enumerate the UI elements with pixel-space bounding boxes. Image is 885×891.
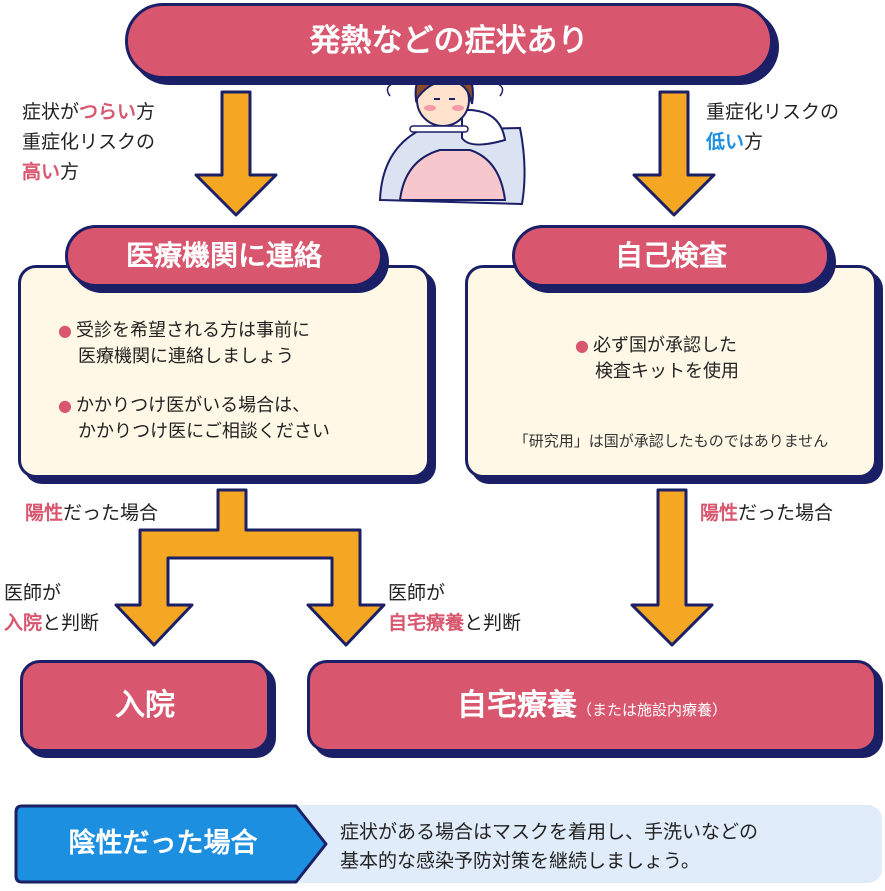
doctor-home-line1: 医師が <box>388 582 446 604</box>
positive-left-em: 陽性 <box>25 502 64 524</box>
doctor-home-rest: と判断 <box>464 612 522 634</box>
arrow-right-long <box>630 488 714 647</box>
medical-bullet2-b: かかりつけ医にご相談ください <box>78 421 330 442</box>
negative-label: 陰性だった場合 <box>68 828 258 859</box>
negative-text-line1: 症状がある場合はマスクを着用し、手洗いなどの <box>340 821 759 843</box>
positive-right-rest: だった場合 <box>738 502 834 524</box>
left-line1-em: つらい <box>79 101 137 123</box>
arrow-split <box>114 488 386 647</box>
left-line2: 重症化リスクの <box>22 131 156 153</box>
medical-bullet-1: ●受診を希望される方は事前に 医療機関に連絡しましょう <box>58 318 310 370</box>
medical-bullet-2: ●かかりつけ医がいる場合は、 かかりつけ医にご相談ください <box>58 393 330 445</box>
doctor-hosp-em: 入院 <box>4 612 43 634</box>
right-line2-post: 方 <box>744 131 764 153</box>
home-title: 自宅療養 <box>456 688 577 723</box>
negative-text: 症状がある場合はマスクを着用し、手洗いなどの 基本的な感染予防対策を継続しましょ… <box>340 818 758 876</box>
right-line1: 重症化リスクの <box>706 101 840 123</box>
selftest-title-pill: 自己検査 <box>512 225 830 287</box>
medical-title: 医療機関に連絡 <box>125 239 322 272</box>
medical-bullet2-a: かかりつけ医がいる場合は、 <box>75 395 311 416</box>
selftest-note: 「研究用」は国が承認したものではありません <box>513 432 829 450</box>
left-line1-post: 方 <box>136 101 156 123</box>
hospital-title: 入院 <box>115 688 175 723</box>
doctor-hosp-line1: 医師が <box>4 582 62 604</box>
positive-left-label: 陽性だった場合 <box>25 498 158 528</box>
positive-left-rest: だった場合 <box>63 502 159 524</box>
left-line1-pre: 症状が <box>22 101 80 123</box>
left-line3-em: 高い <box>22 161 61 183</box>
left-line3-post: 方 <box>60 161 80 183</box>
arrow-left-down <box>194 90 278 217</box>
home-subtitle: （または施設内療養） <box>576 701 727 719</box>
home-care-box: 自宅療養（または施設内療養） <box>307 660 877 752</box>
selftest-bullet-1: ●必ず国が承認した 検査キットを使用 <box>575 333 739 385</box>
top-symptom-banner: 発熱などの症状あり <box>125 3 773 79</box>
medical-bullet1-a: 受診を希望される方は事前に <box>75 320 310 341</box>
right-line2-em: 低い <box>706 131 745 153</box>
selftest-bullet1-b: 検査キットを使用 <box>595 361 739 382</box>
doctor-home-label: 医師が 自宅療養と判断 <box>388 578 521 638</box>
right-branch-label: 重症化リスクの 低い方 <box>706 97 881 157</box>
selftest-bullet1-a: 必ず国が承認した <box>592 335 737 356</box>
hospital-box: 入院 <box>20 660 270 752</box>
doctor-hosp-rest: と判断 <box>42 612 100 634</box>
positive-right-label: 陽性だった場合 <box>700 498 833 528</box>
negative-text-line2: 基本的な感染予防対策を継続しましょう。 <box>340 850 700 872</box>
left-branch-label: 症状がつらい方 重症化リスクの 高い方 <box>22 97 222 187</box>
doctor-home-em: 自宅療養 <box>388 612 465 634</box>
positive-right-em: 陽性 <box>700 502 739 524</box>
doctor-hospital-label: 医師が 入院と判断 <box>4 578 99 638</box>
selftest-title: 自己検査 <box>614 239 727 272</box>
medical-title-pill: 医療機関に連絡 <box>65 225 383 287</box>
arrow-right-down <box>632 90 716 217</box>
top-title: 発熱などの症状あり <box>309 23 589 59</box>
sick-person-illustration <box>378 64 526 206</box>
medical-bullet1-b: 医療機関に連絡しましょう <box>78 346 294 367</box>
